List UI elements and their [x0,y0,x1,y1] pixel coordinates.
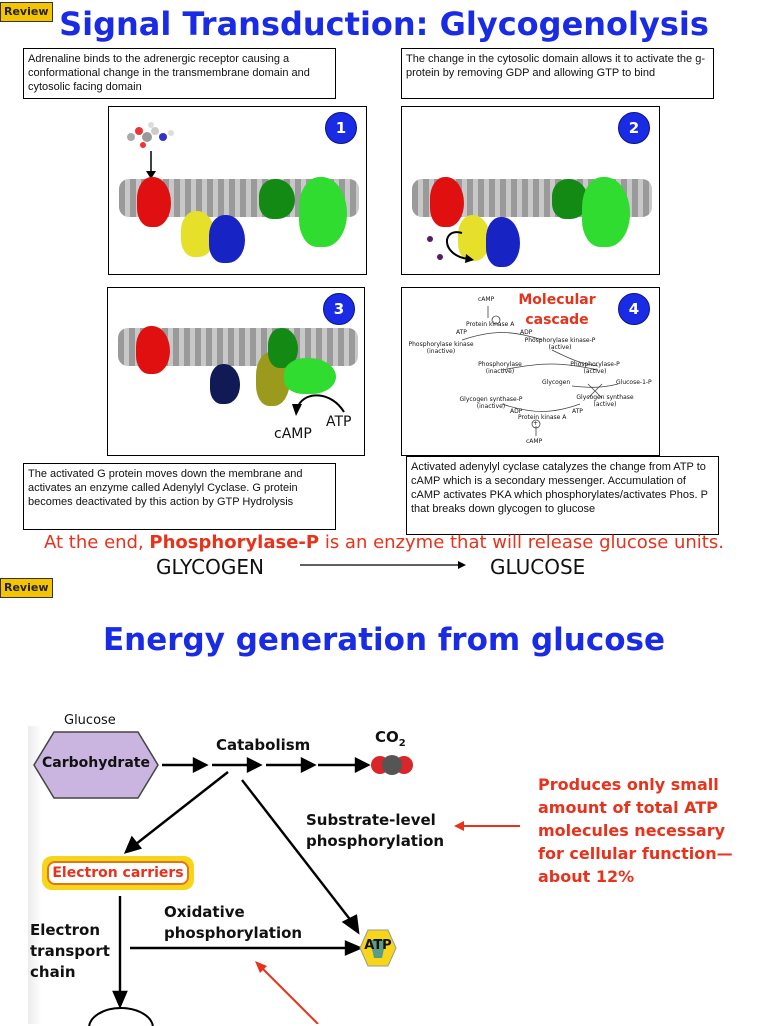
electron-transport-label: Electron transport chain [30,921,110,981]
cascade-label: Glucose-1-P [616,379,652,386]
cycle-icon [88,1007,154,1026]
substrate-level-label: Substrate-level phosphorylation [306,811,445,850]
cascade-label: Glycogen [542,379,571,386]
step-number: 1 [325,112,357,144]
review-badge: Review [0,578,53,598]
g-protein-alpha [458,215,490,261]
caption-step-3: The activated G protein moves down the m… [23,463,336,530]
g-protein-beta [209,215,245,263]
camp-label: cAMP [274,426,312,442]
adenylyl-cyclase-tm [259,179,295,219]
cascade-title: Molecular cascade [518,292,596,328]
panel-step-4: Molecular cascade cAMP Protein kinase A … [401,287,660,456]
pathway-arrows [112,757,371,1010]
cascade-arrows [461,306,619,436]
adenylyl-cyclase [299,177,347,247]
g-protein-beta [210,364,240,404]
end-note-suffix: is an enzyme that will release glucose u… [319,532,724,553]
electron-carriers-box: Electron carriers [42,856,194,890]
step-number: 2 [618,112,650,144]
panel-step-3: ATP cAMP 3 [107,287,365,456]
reaction-product: GLUCOSE [490,555,586,579]
cascade-label: ADP [520,329,533,336]
receptor [137,177,171,227]
panel-step-1: 1 [108,106,367,275]
cascade-label: Glycogen synthase (active) [576,394,634,408]
atp-label: ATP [326,414,352,430]
cascade-label: ATP [456,329,467,336]
cascade-label: Protein kinase A [466,321,515,328]
reaction-arrow-icon [300,561,466,569]
gdp-gtp-exchange-icon [427,231,474,263]
atp-note: Produces only small amount of total ATP … [538,775,733,886]
caption-step-4: Activated adenylyl cyclase catalyzes the… [406,456,719,535]
adrenaline-molecule-icon [127,122,174,148]
end-note-prefix: At the end, [44,532,150,553]
adenylyl-cyclase [284,358,336,394]
panel-step-2: 2 [401,106,660,275]
end-note-emphasis: Phosphorylase-P [149,532,320,553]
receptor [430,177,464,227]
electron-carriers-label: Electron carriers [47,861,189,885]
cascade-label: Phosphorylase-P (active) [570,361,620,375]
slide-title: Energy generation from glucose [102,622,666,658]
energy-diagram: Glucose Carbohydrate Catabolism CO2 Subs… [28,713,444,1026]
caption-step-2: The change in the cytosolic domain allow… [401,48,714,99]
cascade-label: + [533,420,539,427]
receptor [136,326,170,374]
g-protein-beta [486,217,520,267]
atp-label: ATP [364,938,392,953]
end-note: At the end, Phosphorylase-P is an enzyme… [0,531,768,555]
step-number: 3 [323,293,355,325]
glucose-label: Glucose [64,713,116,728]
step-number: 4 [618,293,650,325]
atp-icon [359,929,397,967]
cascade-label: Phosphorylase (inactive) [478,361,522,375]
pointer-arrow-icon [255,961,319,1024]
reaction-arrow-icon [292,394,345,416]
cascade-label: cAMP [526,438,543,445]
slide-title: Signal Transduction: Glycogenolysis [59,5,709,43]
cascade-label: Protein kinase A [518,414,567,421]
cascade-label: Phosphorylase kinase (inactive) [408,341,474,355]
cascade-label: ATP [572,408,583,415]
pointer-arrow-icon [454,821,520,831]
cascade-label: Glycogen synthase-P (inactive) [459,396,523,410]
catabolism-label: Catabolism [216,736,311,754]
co2-label: CO2 [375,728,406,749]
carbohydrate-hexagon [33,731,159,799]
binding-arrow-icon [146,151,156,179]
carbohydrate-label: Carbohydrate [42,755,150,771]
caption-step-1: Adrenaline binds to the adrenergic recep… [23,48,336,99]
co2-molecule-icon [371,755,413,775]
review-badge: Review [0,2,53,22]
reaction-substrate: GLYCOGEN [156,555,264,579]
cascade-label: Phosphorylase kinase-P (active) [524,337,596,351]
cascade-label: cAMP [478,296,495,303]
adenylyl-cyclase [582,177,630,247]
oxidative-label: Oxidative phosphorylation [164,903,303,942]
cascade-label: ADP [510,408,523,415]
